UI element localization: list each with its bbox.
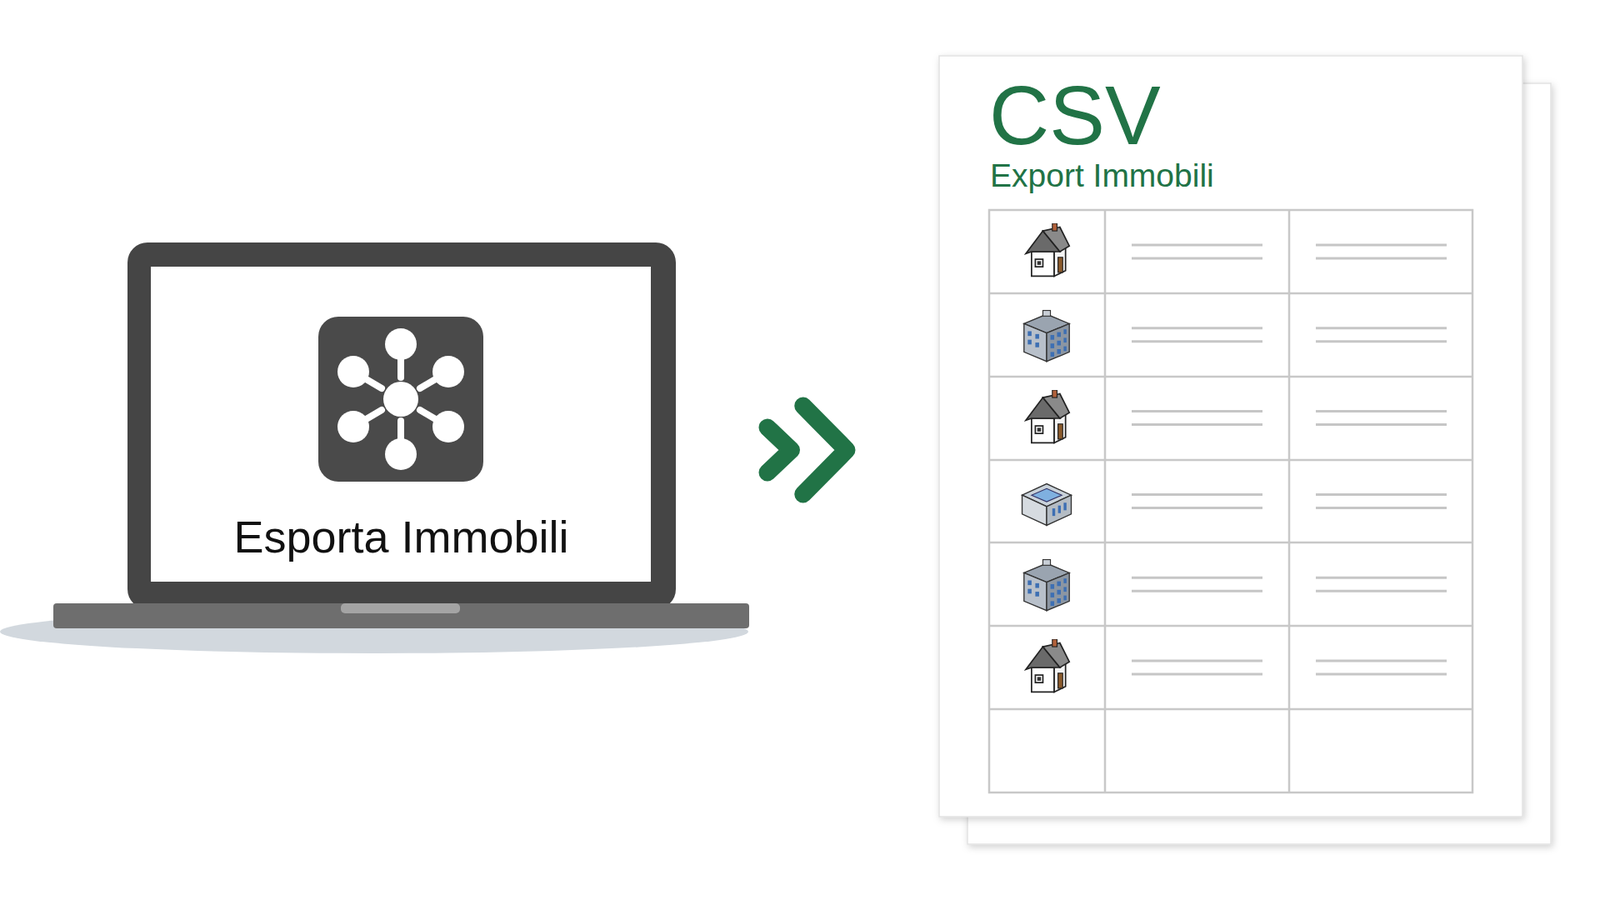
property-icons (1022, 223, 1072, 692)
document-subtitle: Export Immobili (990, 157, 1215, 195)
laptop-notch (340, 603, 460, 614)
cell-placeholder-lines (1131, 245, 1447, 675)
document-title: CSV (989, 67, 1161, 164)
front-page (939, 55, 1523, 817)
csv-table (989, 210, 1473, 793)
app-icon (318, 316, 484, 482)
double-chevron-arrow (767, 405, 847, 495)
laptop-base (53, 603, 750, 629)
app-label: Esporta Immobili (53, 510, 750, 563)
laptop-node: Esporta Immobili (53, 242, 750, 629)
csv-document: CSVExport Immobili (939, 55, 1523, 817)
